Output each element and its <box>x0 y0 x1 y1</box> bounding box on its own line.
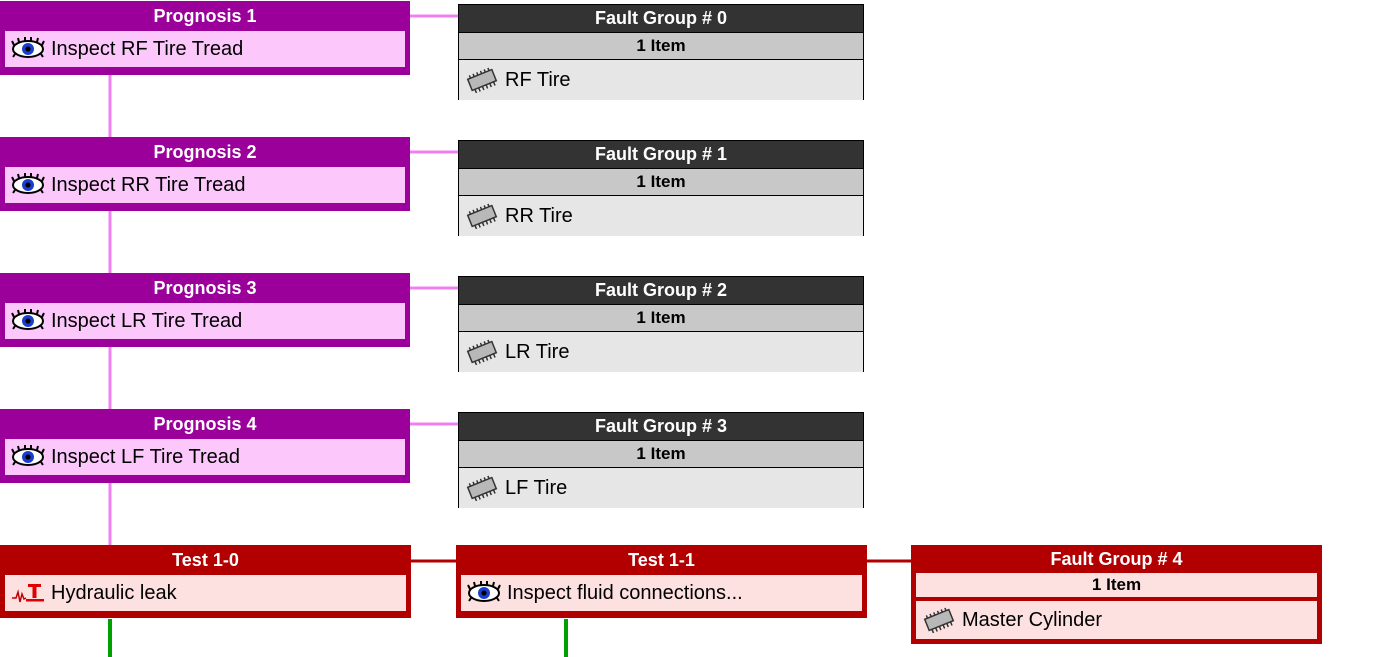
prognosis-action-row: Inspect RF Tire Tread <box>5 31 405 67</box>
fault-group-node-4[interactable]: Fault Group # 4 1 Item Master Cylinder <box>911 545 1322 644</box>
fault-group-count: 1 Item <box>459 32 863 60</box>
prognosis-action-row: Inspect RR Tire Tread <box>5 167 405 203</box>
chip-icon <box>465 339 499 365</box>
chip-icon <box>922 607 956 633</box>
fault-group-count: 1 Item <box>459 440 863 468</box>
fault-group-item-row: RF Tire <box>459 60 863 100</box>
fault-group-item-label: RR Tire <box>505 204 573 227</box>
eye-icon <box>11 308 45 334</box>
fault-group-item-row: Master Cylinder <box>916 601 1317 639</box>
fault-group-node-1[interactable]: Fault Group # 1 1 Item RR Tire <box>458 140 864 236</box>
prognosis-action-row: Inspect LR Tire Tread <box>5 303 405 339</box>
fault-group-item-label: RF Tire <box>505 68 571 91</box>
eye-icon <box>11 444 45 470</box>
prognosis-title: Prognosis 3 <box>153 278 257 298</box>
test-signal-icon <box>11 580 45 606</box>
fault-group-item-label: LR Tire <box>505 340 570 363</box>
fault-group-item-row: LF Tire <box>459 468 863 508</box>
eye-icon <box>11 172 45 198</box>
prognosis-node-1[interactable]: Prognosis 1 Inspect RF Tire Tread <box>0 1 410 75</box>
prognosis-node-3[interactable]: Prognosis 3 Inspect LR Tire Tread <box>0 273 410 347</box>
prognosis-label: Inspect RF Tire Tread <box>51 37 244 60</box>
fault-group-title: Fault Group # 0 <box>459 5 863 32</box>
fault-group-count: 1 Item <box>916 573 1317 597</box>
test-action-row: Inspect fluid connections... <box>461 575 862 611</box>
eye-icon <box>467 580 501 606</box>
fault-group-node-0[interactable]: Fault Group # 0 1 Item RF Tire <box>458 4 864 100</box>
prognosis-action-row: Inspect LF Tire Tread <box>5 439 405 475</box>
prognosis-node-2[interactable]: Prognosis 2 Inspect RR Tire Tread <box>0 137 410 211</box>
fault-group-node-2[interactable]: Fault Group # 2 1 Item LR Tire <box>458 276 864 372</box>
fault-group-count: 1 Item <box>459 168 863 196</box>
fault-group-title: Fault Group # 1 <box>459 141 863 168</box>
fault-group-title: Fault Group # 3 <box>459 413 863 440</box>
prognosis-label: Inspect RR Tire Tread <box>51 173 246 196</box>
test-node-1-1[interactable]: Test 1-1 Inspect fluid connections... <box>456 545 867 618</box>
fault-group-title: Fault Group # 4 <box>1050 549 1183 569</box>
prognosis-title: Prognosis 1 <box>153 6 257 26</box>
fault-group-node-3[interactable]: Fault Group # 3 1 Item LF Tire <box>458 412 864 508</box>
test-title: Test 1-0 <box>172 550 239 570</box>
test-action-row: Hydraulic leak <box>5 575 406 611</box>
fault-group-item-row: RR Tire <box>459 196 863 236</box>
test-title: Test 1-1 <box>628 550 695 570</box>
fault-group-item-label: LF Tire <box>505 476 568 499</box>
test-node-1-0[interactable]: Test 1-0 Hydraulic leak <box>0 545 411 618</box>
chip-icon <box>465 203 499 229</box>
test-label: Inspect fluid connections... <box>507 581 743 604</box>
fault-group-title: Fault Group # 2 <box>459 277 863 304</box>
prognosis-node-4[interactable]: Prognosis 4 Inspect LF Tire Tread <box>0 409 410 483</box>
prognosis-title: Prognosis 2 <box>153 142 257 162</box>
chip-icon <box>465 67 499 93</box>
prognosis-label: Inspect LF Tire Tread <box>51 445 240 468</box>
chip-icon <box>465 475 499 501</box>
fault-group-item-row: LR Tire <box>459 332 863 372</box>
fault-group-count: 1 Item <box>459 304 863 332</box>
prognosis-title: Prognosis 4 <box>153 414 257 434</box>
test-label: Hydraulic leak <box>51 581 177 604</box>
eye-icon <box>11 36 45 62</box>
prognosis-label: Inspect LR Tire Tread <box>51 309 243 332</box>
fault-group-item-label: Master Cylinder <box>962 608 1103 631</box>
